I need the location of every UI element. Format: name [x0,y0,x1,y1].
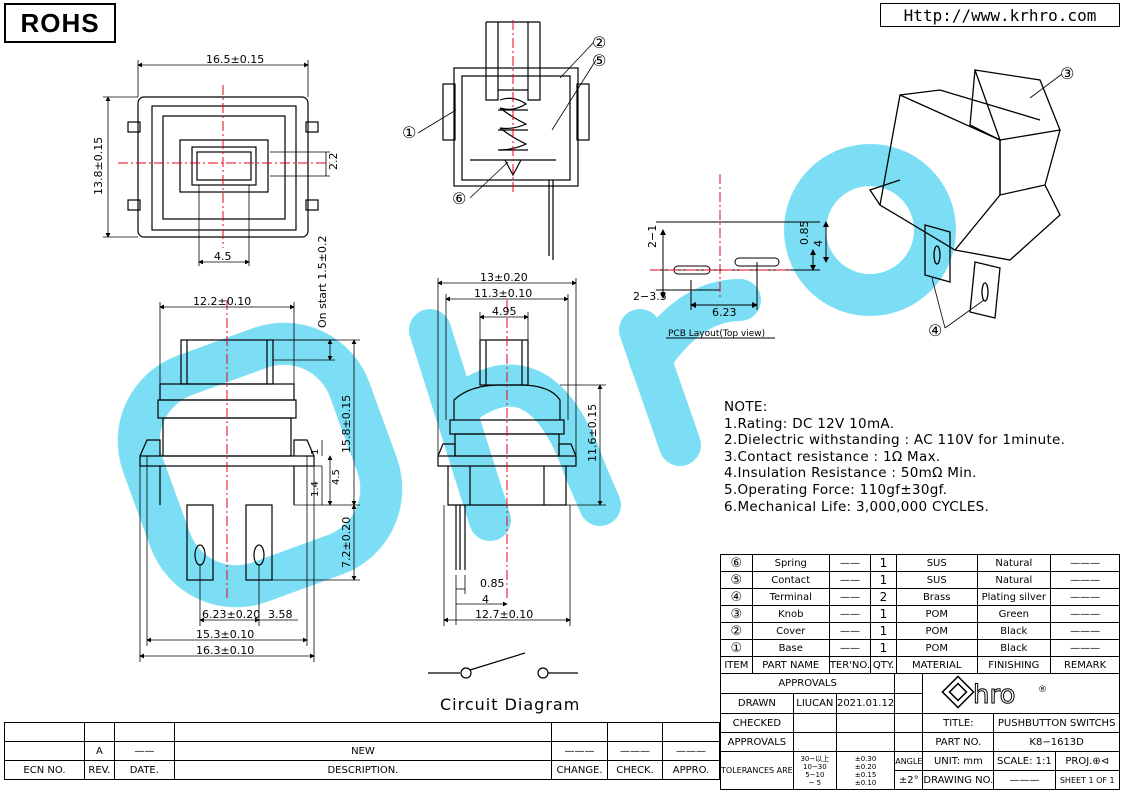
pcb-21-dim: 2−1 [646,225,659,248]
notes-block: NOTE: 1.Rating: DC 12V 10mA. 2.Dielectri… [724,399,1065,515]
side-w13-dim: 13±0.20 [480,271,528,284]
circuit-diagram-label: Circuit Diagram [440,695,581,714]
pcb-235-dim: 2−3.5 [633,290,667,303]
hro-watermark [117,144,956,608]
isometric-view [868,69,1061,319]
note-line: 5.Operating Force: 110gf±30gf. [724,481,948,498]
callout-5: ⑤ [592,51,606,70]
callout-6: ⑥ [452,189,466,208]
pcb-layout-label: PCB Layout(Top view) [668,329,765,339]
note-line: 6.Mechanical Life: 3,000,000 CYCLES. [724,498,990,515]
rohs-badge: ROHS [4,3,116,43]
front-d623-dim: 6.23±0.20 [202,608,260,621]
section-callouts: ① ② ⑤ ⑥ [402,33,606,208]
website-url[interactable]: Http://www.krhro.com [880,3,1120,27]
section-view [442,21,590,260]
side-w113-dim: 11.3±0.10 [474,287,532,300]
front-d14-dim: 1.4 [310,481,321,497]
note-line: 4.Insulation Resistance : 50mΩ Min. [724,465,977,482]
top-45-dim: 4.5 [214,250,232,263]
front-d358-dim: 3.58 [268,608,293,621]
top-view [127,96,319,238]
top-width-dim: 16.5±0.15 [206,53,264,66]
note-line: 1.Rating: DC 12V 10mA. [724,415,895,432]
revision-block: A——NEW————————— ECN NO.REV.DATE.DESCRIPT… [4,722,721,780]
front-w163-dim: 16.3±0.10 [196,644,254,657]
front-d45-dim: 4.5 [331,469,342,485]
pcb-085-dim: 0.85 [798,221,811,246]
note-line: 3.Contact resistance : 1Ω Max. [724,448,941,465]
pcb-layout [656,221,829,339]
pcb-4-dim: 4 [812,240,825,247]
front-w122-dim: 12.2±0.10 [193,295,251,308]
side-h116-dim: 11.6±0.15 [586,404,599,462]
top-height-dim: 13.8±0.15 [92,137,105,195]
projection-symbol-icon: ⊕⊲ [1092,755,1110,767]
note-line: NOTE: [724,399,768,415]
callout-2: ② [592,33,606,52]
callout-3: ③ [1060,64,1074,83]
front-h158-dim: 15.8±0.15 [340,395,353,453]
note-line: 2.Dielectric withstanding : AC 110V for … [724,432,1066,449]
side-view [437,339,577,570]
top-22-dim: 2.2 [327,153,340,171]
callout-4: ④ [928,321,942,340]
front-h72-dim: 7.2±0.20 [340,517,353,568]
side-d085-dim: 0.85 [480,577,505,590]
on-start-dim: On start 1.5±0.2 [316,236,329,328]
pcb-623-dim: 6.23 [712,306,737,319]
callout-1: ① [402,123,416,142]
side-w495-dim: 4.95 [492,305,517,318]
circuit-diagram [428,652,578,679]
side-d4-dim: 4 [482,593,489,606]
front-d1-dim: 1 [310,449,321,455]
front-w153-dim: 15.3±0.10 [196,628,254,641]
side-w127-dim: 12.7±0.10 [475,608,533,621]
logo-cell [922,673,1120,714]
